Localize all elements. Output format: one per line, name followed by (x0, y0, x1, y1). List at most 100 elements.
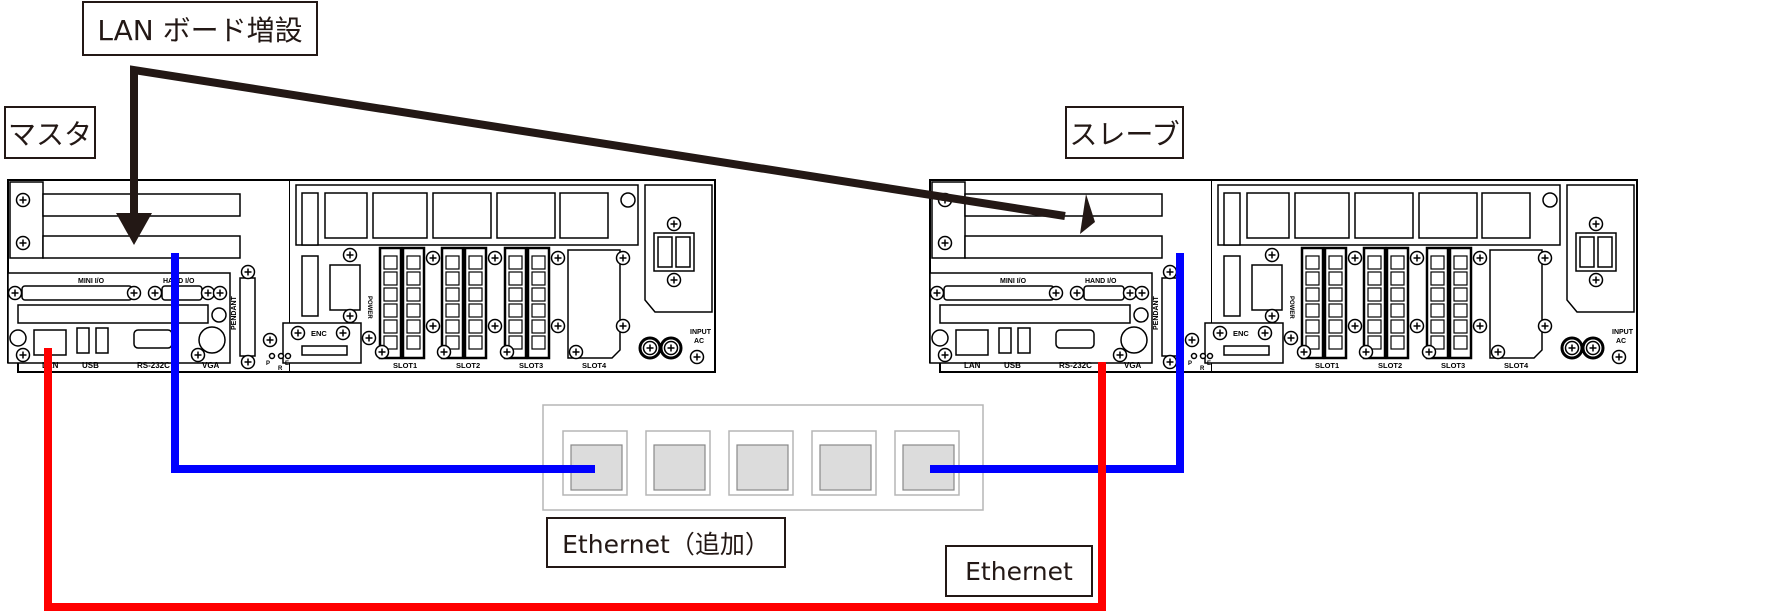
label-ac: AC (1616, 338, 1626, 345)
indicator-circle (931, 329, 949, 347)
screw-icon (487, 318, 503, 334)
side-vent-1 (301, 192, 319, 246)
terminal-block (1448, 246, 1473, 360)
screw-icon (361, 330, 377, 346)
label-rs232c: RS-232C (1059, 361, 1092, 370)
screw-icon (342, 247, 358, 263)
label-slot: SLOT3 (1441, 361, 1465, 370)
label-slave: スレーブ (1065, 106, 1184, 159)
indicator-circle (620, 192, 636, 208)
screw-icon (1421, 344, 1437, 360)
usb-port-1 (76, 327, 90, 354)
side-vent-2 (301, 255, 319, 317)
vent (1354, 192, 1414, 239)
arrow-head-slave (1080, 194, 1095, 234)
screw-icon (689, 349, 705, 365)
screw-icon (1347, 250, 1363, 266)
label-ac: AC (694, 338, 704, 345)
label-enc: ENC (1233, 329, 1249, 338)
pendant-connector (1161, 277, 1178, 357)
label-vga: VGA (202, 361, 220, 370)
screw-icon (240, 354, 256, 370)
led-e (1206, 352, 1214, 360)
arrow-lan-board-line (130, 65, 1066, 238)
screw-icon (240, 264, 256, 280)
screw-icon (1472, 318, 1488, 334)
label-input: INPUT (690, 329, 712, 336)
label-usb: USB (1004, 361, 1021, 370)
label-power: POWER (366, 296, 372, 319)
indicator-circle (211, 307, 227, 323)
label-lan-board: LAN ボード増設 (82, 1, 318, 56)
label-usb: USB (82, 361, 99, 370)
screw-icon (1358, 344, 1374, 360)
label-vga: VGA (1124, 361, 1142, 370)
label-led-r: R (1200, 366, 1205, 372)
screw-icon (1409, 318, 1425, 334)
screw-icon (7, 285, 23, 301)
screw-icon (1537, 318, 1553, 334)
hand-io-connector (161, 285, 203, 301)
label-ethernet: Ethernet (945, 545, 1093, 597)
screw-icon (335, 325, 351, 341)
expansion-slot-2 (964, 235, 1163, 259)
screw-icon (1588, 216, 1604, 232)
side-vent-1 (1223, 192, 1241, 246)
screw-icon (374, 344, 390, 360)
screw-icon (200, 285, 216, 301)
indicator-circle (1133, 307, 1149, 323)
screw-icon (436, 344, 452, 360)
vga-port (1120, 326, 1148, 354)
terminal-block (378, 246, 403, 360)
label-slot: SLOT4 (582, 361, 607, 370)
label-slot: SLOT2 (1378, 361, 1402, 370)
rs232c-port (133, 329, 173, 349)
mini-io-connector (943, 285, 1055, 301)
enc-connector (301, 345, 348, 356)
led-e (284, 352, 292, 360)
screw-icon (615, 250, 631, 266)
vent (1481, 192, 1531, 239)
screw-icon (425, 318, 441, 334)
screw-icon (1588, 272, 1604, 288)
screw-icon (290, 325, 306, 341)
label-led-p: P (266, 361, 270, 367)
led-r (1199, 352, 1207, 360)
ac-inlet-slot (1597, 236, 1613, 268)
screw-icon (262, 332, 278, 348)
label-lan: LAN (964, 361, 981, 370)
vent (1246, 192, 1290, 239)
screw-icon (1611, 349, 1627, 365)
slot4-cover (1489, 249, 1543, 359)
cable-ethernet-added-master (171, 253, 595, 473)
screw-icon (550, 318, 566, 334)
label-hand-io: HAND I/O (1085, 278, 1117, 285)
label-mini-io: MINI I/O (1000, 278, 1027, 285)
screw-icon (1472, 250, 1488, 266)
rs232c-port (1055, 329, 1095, 349)
label-mini-io: MINI I/O (78, 278, 105, 285)
power-switch (1251, 264, 1283, 311)
label-hand-io: HAND I/O (163, 278, 195, 285)
cable-ethernet (44, 348, 1106, 611)
vga-port (198, 326, 226, 354)
terminal-block (1362, 246, 1387, 360)
card-slot (17, 304, 209, 324)
label-input: INPUT (1612, 329, 1634, 336)
indicator-circle (9, 329, 27, 347)
label-slot: SLOT2 (456, 361, 480, 370)
led-r (277, 352, 285, 360)
screw-icon (15, 235, 31, 251)
vent (372, 192, 428, 239)
screw-icon (663, 340, 679, 356)
screw-icon (1069, 285, 1085, 301)
terminal-block (463, 246, 488, 360)
vent (324, 192, 368, 239)
arrow-head-master (116, 213, 152, 245)
mini-io-connector (21, 285, 133, 301)
screw-icon (666, 216, 682, 232)
switch-port-jack (819, 444, 872, 491)
led-p (268, 352, 276, 360)
screw-icon (1162, 264, 1178, 280)
